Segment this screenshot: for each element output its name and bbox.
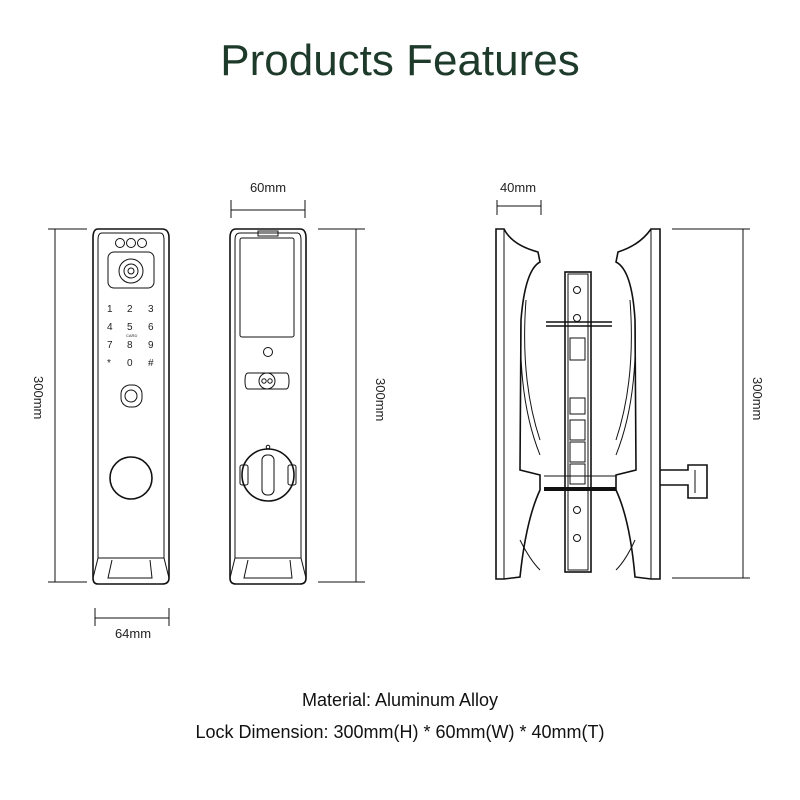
page-title: Products Features xyxy=(220,36,580,85)
keypad-key-5[interactable]: 5 xyxy=(127,322,133,333)
lock-dimension-spec: Lock Dimension: 300mm(H) * 60mm(W) * 40m… xyxy=(195,722,605,742)
thumb-turn-knob[interactable] xyxy=(239,444,297,502)
keypad-key-7[interactable]: 7 xyxy=(107,340,113,351)
camera-sensor-icon xyxy=(107,238,155,289)
side-view: 40mm 300mm xyxy=(495,180,765,580)
keypad-key-6[interactable]: 6 xyxy=(148,322,154,333)
keypad-key-star[interactable]: * xyxy=(107,358,111,369)
fingerprint-sensor-icon[interactable] xyxy=(120,384,143,408)
front-panel-outline xyxy=(92,228,170,585)
back-width-dimension: 60mm xyxy=(230,180,306,218)
front-height-label: 300mm xyxy=(31,376,46,419)
front-handle-knob[interactable] xyxy=(109,456,153,500)
front-height-dimension: 300mm xyxy=(31,228,87,583)
back-height-label: 300mm xyxy=(373,378,388,421)
reset-button-icon[interactable] xyxy=(263,347,273,357)
keypad-key-hash[interactable]: # xyxy=(148,358,154,369)
keypad-key-0[interactable]: 0 xyxy=(127,358,133,369)
keypad-key-8[interactable]: 8 xyxy=(127,340,133,351)
mortise-lock-body xyxy=(544,271,616,573)
keypad-key-2[interactable]: 2 xyxy=(127,304,133,315)
keypad-key-4[interactable]: 4 xyxy=(107,322,113,333)
front-view: 300mm 1 2 3 4 5 6 7 8 9 * 0 # xyxy=(31,228,170,585)
keypad-key-3[interactable]: 3 xyxy=(148,304,154,315)
side-thickness-label: 40mm xyxy=(500,180,536,195)
outer-panel-side xyxy=(495,228,541,580)
keypad: 1 2 3 4 5 6 7 8 9 * 0 # CARD xyxy=(107,304,154,369)
side-height-label: 300mm xyxy=(750,377,765,420)
back-height-dimension: 300mm xyxy=(318,228,388,583)
keypad-key-9[interactable]: 9 xyxy=(148,340,154,351)
card-label: CARD xyxy=(126,333,137,338)
side-thickness-dimension: 40mm xyxy=(496,180,542,215)
material-spec: Material: Aluminum Alloy xyxy=(301,690,499,710)
side-height-dimension: 300mm xyxy=(672,228,765,579)
back-view: 60mm 300mm xyxy=(229,180,388,585)
keypad-key-1[interactable]: 1 xyxy=(107,304,113,315)
inner-panel-side xyxy=(615,228,661,580)
mechanical-key-icon xyxy=(660,464,708,499)
battery-compartment xyxy=(239,237,295,338)
back-width-label: 60mm xyxy=(250,180,286,195)
back-panel-outline xyxy=(229,228,307,585)
